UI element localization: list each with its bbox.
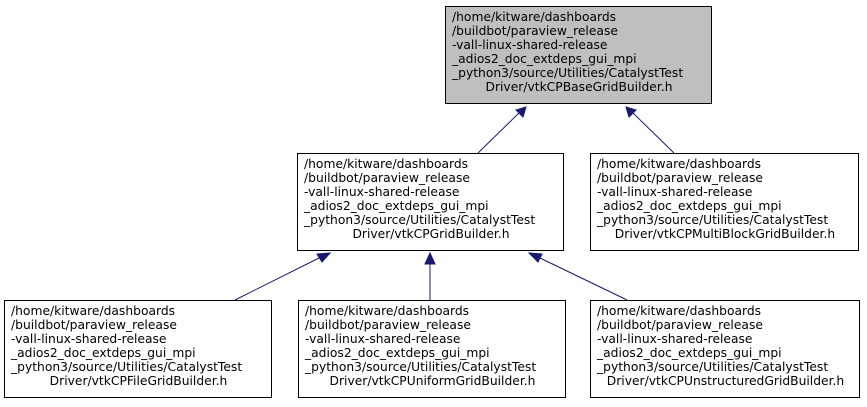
node-line: /buildbot/paraview_release: [597, 318, 763, 332]
node-line: /buildbot/paraview_release: [304, 171, 470, 185]
edge-uniform-to-grid: [424, 251, 436, 300]
node-vtkcpgridbuilder[interactable]: /home/kitware/dashboards /buildbot/parav…: [297, 153, 564, 251]
node-line: _adios2_doc_extdeps_gui_mpi: [11, 346, 196, 360]
node-line: Driver/vtkCPFileGridBuilder.h: [49, 374, 228, 388]
node-line: _adios2_doc_extdeps_gui_mpi: [305, 346, 490, 360]
node-line: _adios2_doc_extdeps_gui_mpi: [597, 199, 782, 213]
node-line: /home/kitware/dashboards: [597, 304, 762, 318]
node-line: _python3/source/Utilities/CatalystTest: [304, 213, 536, 227]
node-line: /buildbot/paraview_release: [452, 24, 618, 38]
node-line: -vall-linux-shared-release: [304, 185, 460, 199]
edge-grid-to-base: [477, 106, 527, 154]
node-line: -vall-linux-shared-release: [305, 332, 461, 346]
node-line: /buildbot/paraview_release: [597, 171, 763, 185]
node-line: Driver/vtkCPMultiBlockGridBuilder.h: [614, 227, 836, 241]
node-line: _adios2_doc_extdeps_gui_mpi: [452, 52, 637, 66]
node-line: _python3/source/Utilities/CatalystTest: [305, 360, 537, 374]
node-line: Driver/vtkCPUnstructuredGridBuilder.h: [606, 374, 845, 388]
node-line: /home/kitware/dashboards: [452, 10, 617, 24]
node-vtkcpuniformgridbuilder[interactable]: /home/kitware/dashboards /buildbot/parav…: [298, 300, 566, 398]
node-line: _python3/source/Utilities/CatalystTest: [597, 213, 829, 227]
node-line: _python3/source/Utilities/CatalystTest: [11, 360, 243, 374]
node-line: _adios2_doc_extdeps_gui_mpi: [597, 346, 782, 360]
node-vtkcpbasegridbuilder[interactable]: /home/kitware/dashboards /buildbot/parav…: [445, 6, 712, 104]
node-line: _python3/source/Utilities/CatalystTest: [452, 66, 684, 80]
node-vtkcpmultiblockgridbuilder[interactable]: /home/kitware/dashboards /buildbot/parav…: [590, 153, 859, 251]
edge-multiblock-to-base: [625, 106, 675, 154]
node-vtkcpfilegridbuilder[interactable]: /home/kitware/dashboards /buildbot/parav…: [4, 300, 272, 398]
edge-file-to-grid: [234, 252, 332, 301]
node-line: /home/kitware/dashboards: [11, 304, 176, 318]
node-vtkcpunstructuredgridbuilder[interactable]: /home/kitware/dashboards /buildbot/parav…: [590, 300, 860, 398]
node-line: -vall-linux-shared-release: [597, 332, 753, 346]
edge-unstructured-to-grid: [527, 252, 628, 301]
node-line: -vall-linux-shared-release: [597, 185, 753, 199]
node-line: /home/kitware/dashboards: [597, 157, 762, 171]
node-line: _adios2_doc_extdeps_gui_mpi: [304, 199, 489, 213]
node-line: /buildbot/paraview_release: [11, 318, 177, 332]
node-line: _python3/source/Utilities/CatalystTest: [597, 360, 829, 374]
node-line: Driver/vtkCPGridBuilder.h: [352, 227, 510, 241]
node-line: -vall-linux-shared-release: [11, 332, 167, 346]
node-line: Driver/vtkCPUniformGridBuilder.h: [329, 374, 536, 388]
node-line: Driver/vtkCPBaseGridBuilder.h: [485, 80, 673, 94]
node-line: /home/kitware/dashboards: [304, 157, 469, 171]
node-line: -vall-linux-shared-release: [452, 38, 608, 52]
node-line: /home/kitware/dashboards: [305, 304, 470, 318]
node-line: /buildbot/paraview_release: [305, 318, 471, 332]
